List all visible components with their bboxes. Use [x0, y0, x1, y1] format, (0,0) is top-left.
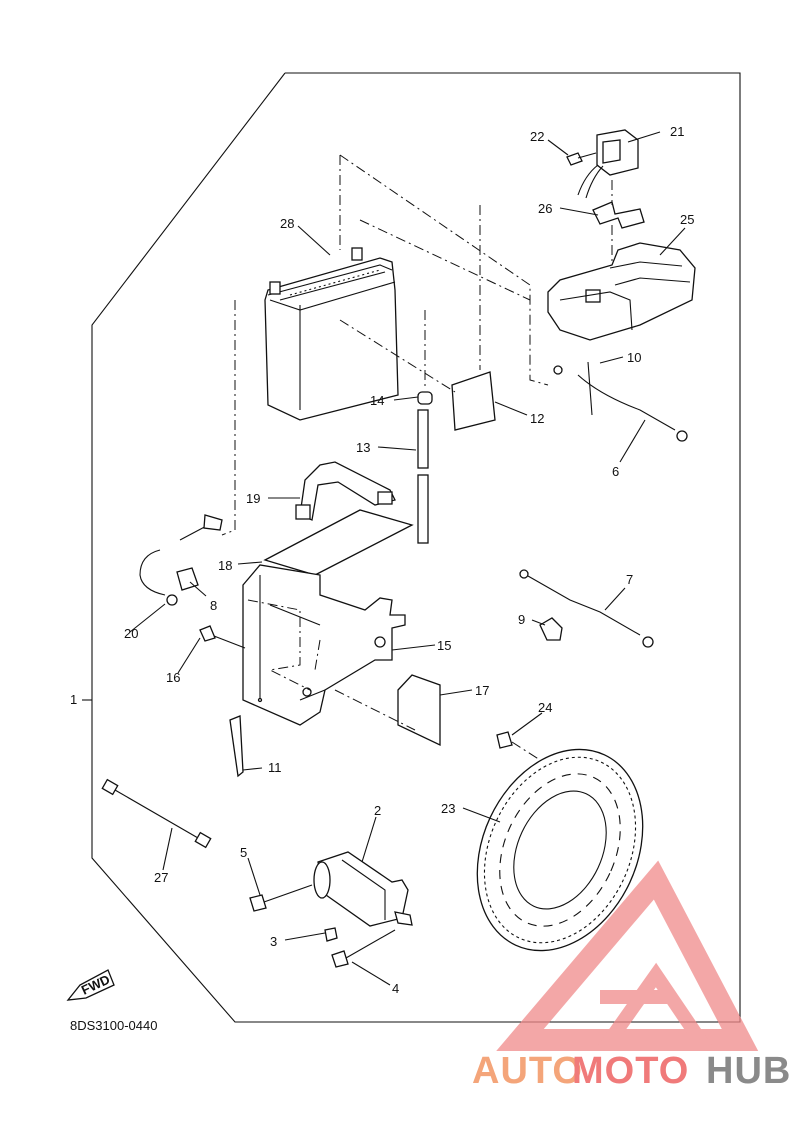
callout-5: 5 — [240, 845, 247, 860]
callout-24: 24 — [538, 700, 552, 715]
callout-19: 19 — [246, 491, 260, 506]
callout-15: 15 — [437, 638, 451, 653]
assembly-boundary — [91, 72, 741, 1023]
callout-6: 6 — [612, 464, 619, 479]
callout-10: 10 — [627, 350, 641, 365]
watermark-hub: HUB — [706, 1050, 791, 1092]
watermark-moto: MOTO — [572, 1050, 689, 1092]
callout-22: 22 — [530, 129, 544, 144]
leader-lines — [82, 131, 686, 986]
battery-lead-icon — [139, 514, 223, 606]
bolt-icon — [331, 929, 396, 968]
bolt-icon — [249, 884, 313, 912]
bolt-icon — [496, 731, 541, 761]
battery-case-icon — [242, 564, 406, 726]
battery-pad-icon — [451, 371, 496, 431]
bolt-icon — [566, 152, 597, 166]
callout-4: 4 — [392, 981, 399, 996]
battery-band-icon — [295, 461, 396, 521]
watermark-logo — [496, 860, 759, 1051]
lead-wire-icon — [101, 778, 212, 849]
callout-11: 11 — [268, 760, 282, 775]
case-rubber-icon — [397, 674, 441, 747]
callout-16: 16 — [166, 670, 180, 685]
nut-icon — [324, 927, 338, 942]
cable-icon — [553, 361, 688, 442]
callout-2: 2 — [374, 803, 381, 818]
relay-icon — [577, 129, 639, 199]
sprocket-disc-icon — [476, 748, 644, 952]
callout-13: 13 — [356, 440, 370, 455]
callout-27: 27 — [154, 870, 168, 885]
callout-17: 17 — [475, 683, 489, 698]
catalog-code: 8DS3100-0440 — [70, 1018, 157, 1033]
callout-14: 14 — [370, 393, 384, 408]
callout-12: 12 — [530, 411, 544, 426]
callout-28: 28 — [280, 216, 294, 231]
callout-9: 9 — [518, 612, 525, 627]
callout-1: 1 — [70, 692, 77, 707]
callout-26: 26 — [538, 201, 552, 216]
callout-labels: 1 2 3 4 5 6 7 8 9 10 11 12 13 14 15 16 1… — [70, 124, 694, 996]
relay-cover-icon — [547, 242, 696, 341]
callout-18: 18 — [218, 558, 232, 573]
battery-icon — [264, 247, 399, 421]
watermark-text: AUTO MOTO HUB — [472, 1050, 791, 1092]
callout-21: 21 — [670, 124, 684, 139]
rod-icon — [417, 409, 429, 544]
bolt-icon — [199, 625, 246, 649]
collar-icon — [417, 391, 433, 405]
watermark-auto: AUTO — [472, 1050, 583, 1092]
callout-8: 8 — [210, 598, 217, 613]
sheet-icon — [263, 509, 414, 576]
callout-25: 25 — [680, 212, 694, 227]
callout-23: 23 — [441, 801, 455, 816]
clamp-icon — [229, 715, 244, 778]
callout-7: 7 — [626, 572, 633, 587]
starter-motor-icon — [313, 851, 413, 927]
starter-cable-icon — [519, 569, 654, 648]
bracket-icon — [592, 201, 645, 229]
forward-arrow-icon: FWD — [66, 969, 115, 1001]
callout-3: 3 — [270, 934, 277, 949]
callout-20: 20 — [124, 626, 138, 641]
triangle-logo-icon — [496, 860, 759, 1051]
